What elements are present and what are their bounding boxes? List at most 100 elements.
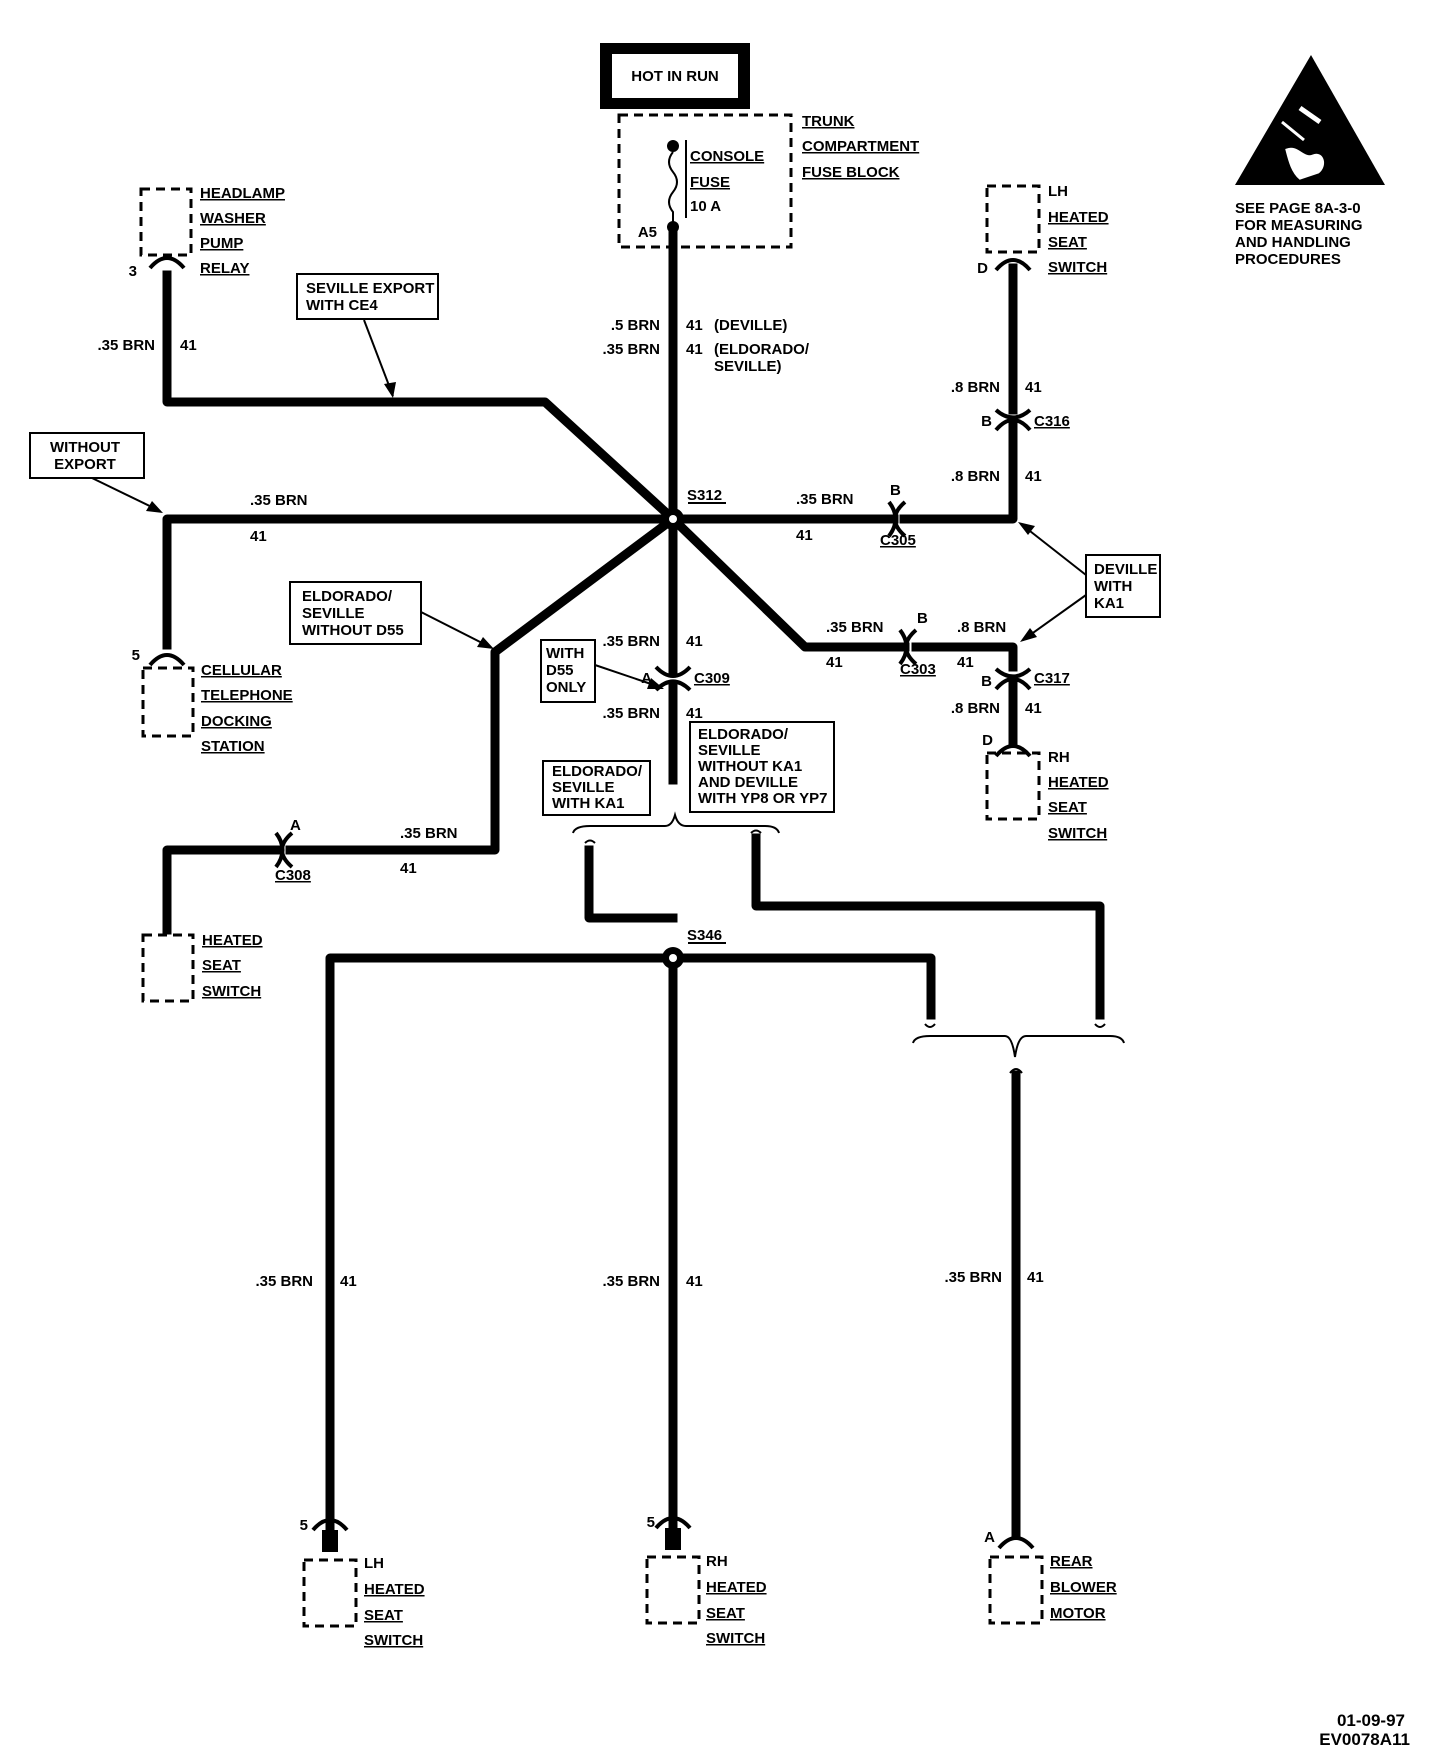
- rh-heated-seat-switch-top: D RH HEATED SEAT SWITCH: [982, 732, 1109, 842]
- svg-text:PROCEDURES: PROCEDURES: [1235, 251, 1341, 268]
- svg-text:WITH: WITH: [546, 645, 584, 662]
- svg-text:FOR MEASURING: FOR MEASURING: [1235, 217, 1363, 234]
- svg-text:KA1: KA1: [1094, 595, 1124, 612]
- drawing-reference: 01-09-97 EV0078A11: [1319, 1711, 1410, 1749]
- option-without-export: WITHOUT EXPORT: [29, 432, 163, 513]
- wire-label-blower: .35 BRN 41: [944, 1269, 1043, 1286]
- svg-text:SEVILLE: SEVILLE: [552, 779, 615, 796]
- feed-wire-labels: .5 BRN 41 (DEVILLE) .35 BRN 41 (ELDORADO…: [602, 317, 809, 375]
- splice-s346: S346: [662, 927, 726, 969]
- svg-text:SWITCH: SWITCH: [1048, 259, 1107, 276]
- svg-text:WITHOUT KA1: WITHOUT KA1: [698, 758, 802, 775]
- svg-text:.35 BRN: .35 BRN: [602, 633, 660, 650]
- svg-text:.35 BRN: .35 BRN: [255, 1273, 313, 1290]
- svg-text:B: B: [917, 610, 928, 627]
- svg-text:HEATED: HEATED: [1048, 774, 1109, 791]
- svg-text:EXPORT: EXPORT: [54, 456, 116, 473]
- wire-label-rh-bottom: .35 BRN 41: [602, 1273, 702, 1290]
- option-eldorado-without-d55: ELDORADO/ SEVILLE WITHOUT D55: [289, 581, 494, 649]
- connector-c305: B C305: [880, 482, 916, 549]
- svg-text:SWITCH: SWITCH: [1048, 825, 1107, 842]
- cellular-telephone-docking-station: 5 CELLULAR TELEPHONE DOCKING STATION: [132, 647, 293, 755]
- svg-text:PUMP: PUMP: [200, 235, 243, 252]
- svg-text:41: 41: [826, 654, 843, 671]
- svg-text:SEVILLE EXPORT: SEVILLE EXPORT: [306, 280, 434, 297]
- svg-text:5: 5: [647, 1514, 655, 1531]
- svg-text:S346: S346: [687, 927, 722, 944]
- hot-in-run-label: HOT IN RUN: [600, 43, 750, 109]
- rear-blower-motor: A REAR BLOWER MOTOR: [984, 1529, 1117, 1625]
- wire-label-c309-lower: .35 BRN 41: [602, 705, 702, 722]
- wire-label-lh-top-lower: .8 BRN 41: [951, 468, 1042, 485]
- wires: [162, 227, 1105, 1540]
- svg-text:S312: S312: [687, 487, 722, 504]
- svg-text:SEAT: SEAT: [1048, 799, 1087, 816]
- svg-text:REAR: REAR: [1050, 1553, 1093, 1570]
- svg-text:41: 41: [686, 341, 703, 358]
- svg-text:D: D: [977, 260, 988, 277]
- option-brace-top: [572, 811, 780, 844]
- svg-text:.35 BRN: .35 BRN: [97, 337, 155, 354]
- svg-text:41: 41: [1025, 468, 1042, 485]
- wire-label-rh-top: .8 BRN 41: [951, 700, 1042, 717]
- svg-text:.35 BRN: .35 BRN: [602, 705, 660, 722]
- svg-text:HEADLAMP: HEADLAMP: [200, 185, 285, 202]
- svg-text:HOT IN RUN: HOT IN RUN: [631, 68, 719, 85]
- option-seville-export: SEVILLE EXPORT WITH CE4: [296, 273, 439, 398]
- svg-text:B: B: [890, 482, 901, 499]
- svg-text:C317: C317: [1034, 670, 1070, 687]
- svg-text:CELLULAR: CELLULAR: [201, 662, 282, 679]
- svg-text:WITH KA1: WITH KA1: [552, 795, 625, 812]
- svg-text:41: 41: [686, 317, 703, 334]
- svg-text:5: 5: [132, 647, 140, 664]
- svg-text:.8 BRN: .8 BRN: [951, 379, 1000, 396]
- svg-text:41: 41: [957, 654, 974, 671]
- svg-text:RH: RH: [706, 1553, 728, 1570]
- svg-text:CONSOLE: CONSOLE: [690, 148, 764, 165]
- svg-text:.8 BRN: .8 BRN: [951, 468, 1000, 485]
- svg-text:HEATED: HEATED: [202, 932, 263, 949]
- svg-text:SEAT: SEAT: [1048, 234, 1087, 251]
- svg-text:RELAY: RELAY: [200, 260, 249, 277]
- option-eldorado-without-ka1: ELDORADO/ SEVILLE WITHOUT KA1 AND DEVILL…: [689, 721, 835, 813]
- svg-text:A: A: [984, 1529, 995, 1546]
- svg-text:ELDORADO/: ELDORADO/: [302, 588, 393, 605]
- trunk-fuse-block: TRUNK COMPARTMENT FUSE BLOCK: [617, 113, 919, 249]
- svg-text:C308: C308: [275, 867, 311, 884]
- svg-text:SEAT: SEAT: [364, 1607, 403, 1624]
- svg-text:COMPARTMENT: COMPARTMENT: [802, 138, 919, 155]
- svg-text:.35 BRN: .35 BRN: [602, 1273, 660, 1290]
- svg-text:HEATED: HEATED: [364, 1581, 425, 1598]
- connector-c303: B C303: [898, 610, 936, 678]
- wire-label-without-export: .35 BRN 41: [250, 492, 308, 545]
- connector-c317: B C317: [981, 667, 1070, 691]
- svg-text:(DEVILLE): (DEVILLE): [714, 317, 787, 334]
- svg-text:SWITCH: SWITCH: [706, 1630, 765, 1647]
- svg-text:AND HANDLING: AND HANDLING: [1235, 234, 1351, 251]
- svg-text:(ELDORADO/: (ELDORADO/: [714, 341, 810, 358]
- svg-text:SEVILLE: SEVILLE: [698, 742, 761, 759]
- svg-text:41: 41: [686, 633, 703, 650]
- svg-text:41: 41: [400, 860, 417, 877]
- lh-heated-seat-switch-top: D LH HEATED SEAT SWITCH: [977, 183, 1109, 277]
- svg-text:41: 41: [686, 705, 703, 722]
- svg-text:B: B: [981, 413, 992, 430]
- wire-label-c309-upper: .35 BRN 41: [602, 633, 702, 650]
- svg-text:41: 41: [796, 527, 813, 544]
- svg-text:LH: LH: [364, 1555, 384, 1572]
- headlamp-washer-pump-relay: 3 HEADLAMP WASHER PUMP RELAY: [129, 185, 285, 280]
- wire-label-c308: .35 BRN 41: [400, 825, 458, 877]
- esd-warning-icon: [1235, 55, 1385, 185]
- option-eldorado-with-ka1: ELDORADO/ SEVILLE WITH KA1: [542, 760, 651, 816]
- svg-text:WITH CE4: WITH CE4: [306, 297, 378, 314]
- connector-c316: B C316: [981, 408, 1070, 432]
- svg-text:.35 BRN: .35 BRN: [602, 341, 660, 358]
- wire-label-lh-bottom: .35 BRN 41: [255, 1273, 356, 1290]
- wire-label-c303-right: .8 BRN 41: [957, 619, 1006, 671]
- svg-text:FUSE: FUSE: [690, 174, 730, 191]
- svg-text:41: 41: [1027, 1269, 1044, 1286]
- svg-text:41: 41: [250, 528, 267, 545]
- svg-text:A: A: [290, 817, 301, 834]
- svg-text:FUSE BLOCK: FUSE BLOCK: [802, 164, 900, 181]
- svg-text:D: D: [982, 732, 993, 749]
